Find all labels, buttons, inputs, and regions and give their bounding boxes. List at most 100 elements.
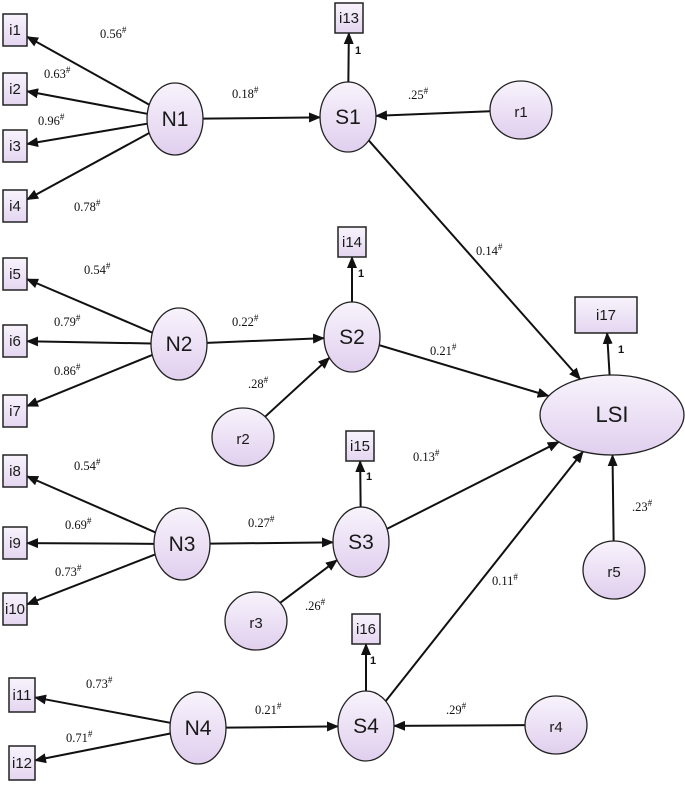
latent-node-ellipse xyxy=(323,301,381,373)
latent-node-lsi: LSI xyxy=(539,374,685,456)
latent-node-label: S4 xyxy=(353,715,379,738)
residual-node-label: r5 xyxy=(607,564,620,581)
indicator-box-i8: i8 xyxy=(2,454,28,488)
path-arrow-n3-to-i9 xyxy=(26,538,155,549)
path-arrow-n1-to-i1 xyxy=(26,35,150,106)
coefficient-label-s1-lsi: 0.14# xyxy=(476,242,503,258)
latent-node-n1: N1 xyxy=(146,82,204,156)
coefficient-label-s3-i15: 1 xyxy=(366,471,372,483)
coefficient-label-n2-i5: 0.54# xyxy=(84,261,111,277)
path-arrow-r2-to-s2 xyxy=(264,356,331,418)
indicator-rect xyxy=(2,526,28,560)
coefficient-label-n3-i8: 0.54# xyxy=(74,457,101,473)
latent-node-ellipse xyxy=(332,506,390,578)
coefficient-label-n2-i7: 0.86# xyxy=(54,362,81,378)
indicator-label: i17 xyxy=(596,307,616,324)
coefficient-label-lsi-i17: 1 xyxy=(618,344,624,356)
indicator-box-i13: i13 xyxy=(334,2,364,34)
path-arrow-n1-to-i2 xyxy=(26,88,148,115)
indicator-rect xyxy=(2,324,28,358)
indicator-rect xyxy=(345,430,375,462)
indicator-box-i10: i10 xyxy=(2,592,28,626)
residual-node-r1: r1 xyxy=(489,80,553,140)
indicator-label: i9 xyxy=(9,535,21,552)
indicator-label: i11 xyxy=(13,687,32,704)
indicator-rect xyxy=(351,613,381,645)
residual-node-ellipse xyxy=(582,540,646,600)
edges-layer xyxy=(26,32,618,764)
coefficient-label-r3-s3: .26# xyxy=(305,597,326,613)
path-arrow-n4-to-i12 xyxy=(34,732,171,764)
latent-node-n2: N2 xyxy=(150,307,208,381)
path-arrow-r5-to-lsi xyxy=(607,453,618,542)
coefficient-label-r4-s4: .29# xyxy=(446,701,467,717)
path-arrow-s3-to-lsi xyxy=(386,441,560,530)
latent-node-ellipse xyxy=(150,307,208,381)
latent-node-label: S2 xyxy=(339,326,365,349)
latent-node-label: S1 xyxy=(335,106,361,129)
coefficient-label-n2-s2: 0.22# xyxy=(232,313,259,329)
coefficient-label-n4-i12: 0.71# xyxy=(66,729,93,745)
indicator-label: i12 xyxy=(12,755,32,772)
indicator-rect xyxy=(574,296,638,334)
residual-node-ellipse xyxy=(489,80,553,140)
residual-node-ellipse xyxy=(224,591,288,651)
indicator-label: i1 xyxy=(9,22,21,39)
coefficient-label-n1-i3: 0.96# xyxy=(38,112,65,128)
path-arrow-n1-to-s1 xyxy=(202,112,322,123)
residual-node-r3: r3 xyxy=(224,591,288,651)
path-arrow-n1-to-i4 xyxy=(26,132,150,201)
indicator-box-i4: i4 xyxy=(2,189,28,223)
latent-node-label: S3 xyxy=(348,531,374,554)
path-arrow-r3-to-s3 xyxy=(279,559,338,604)
coefficient-label-s3-lsi: 0.13# xyxy=(413,448,440,464)
indicator-label: i13 xyxy=(339,10,359,27)
coefficient-label-n3-i9: 0.69# xyxy=(65,516,92,532)
path-arrow-n2-to-s2 xyxy=(206,333,326,344)
indicator-label: i2 xyxy=(9,81,21,98)
indicator-box-i15: i15 xyxy=(345,430,375,462)
latent-node-label: LSI xyxy=(595,402,628,427)
latent-node-s1: S1 xyxy=(319,81,377,153)
indicator-rect xyxy=(2,189,28,223)
indicator-box-i17: i17 xyxy=(574,296,638,334)
coefficient-labels-layer: 0.56#0.63#0.96#0.78#0.54#0.79#0.86#0.54#… xyxy=(38,25,653,745)
latent-node-label: N4 xyxy=(185,717,212,740)
path-arrow-n2-to-i7 xyxy=(26,353,153,408)
coefficient-label-n3-i10: 0.73# xyxy=(55,563,82,579)
residual-node-label: r1 xyxy=(514,104,527,121)
latent-node-ellipse xyxy=(337,690,395,762)
indicator-box-i3: i3 xyxy=(2,129,28,163)
residual-node-r5: r5 xyxy=(582,540,646,600)
indicator-box-i12: i12 xyxy=(8,745,36,781)
coefficient-label-r5-lsi: .23# xyxy=(632,498,653,514)
latent-node-ellipse xyxy=(146,82,204,156)
residual-node-r2: r2 xyxy=(211,407,275,467)
indicator-label: i7 xyxy=(9,403,21,420)
path-arrow-r1-to-s1 xyxy=(374,110,491,121)
indicator-rect xyxy=(8,677,36,713)
residual-node-r4: r4 xyxy=(524,695,588,755)
indicator-box-i9: i9 xyxy=(2,526,28,560)
path-arrow-s1-to-lsi xyxy=(368,139,581,380)
latent-node-ellipse xyxy=(169,691,227,765)
path-arrow-n2-to-i6 xyxy=(26,336,152,347)
residual-node-label: r3 xyxy=(249,615,262,632)
latent-node-s4: S4 xyxy=(337,690,395,762)
latent-node-n3: N3 xyxy=(153,507,211,581)
path-arrow-s2-to-lsi xyxy=(378,344,550,398)
coefficient-label-n3-s3: 0.27# xyxy=(248,514,275,530)
latent-node-ellipse xyxy=(539,374,685,456)
coefficient-label-n1-s1: 0.18# xyxy=(232,85,259,101)
indicator-rect xyxy=(2,257,28,291)
residual-node-label: r2 xyxy=(236,431,249,448)
coefficient-label-n1-i1: 0.56# xyxy=(100,25,127,41)
residual-node-label: r4 xyxy=(549,719,562,736)
indicator-box-i1: i1 xyxy=(2,13,28,47)
path-arrow-s4-to-lsi xyxy=(384,450,584,702)
residual-node-ellipse xyxy=(524,695,588,755)
path-arrow-r4-to-s4 xyxy=(392,720,526,731)
path-arrow-n3-to-i8 xyxy=(26,475,156,534)
indicator-box-i16: i16 xyxy=(351,613,381,645)
